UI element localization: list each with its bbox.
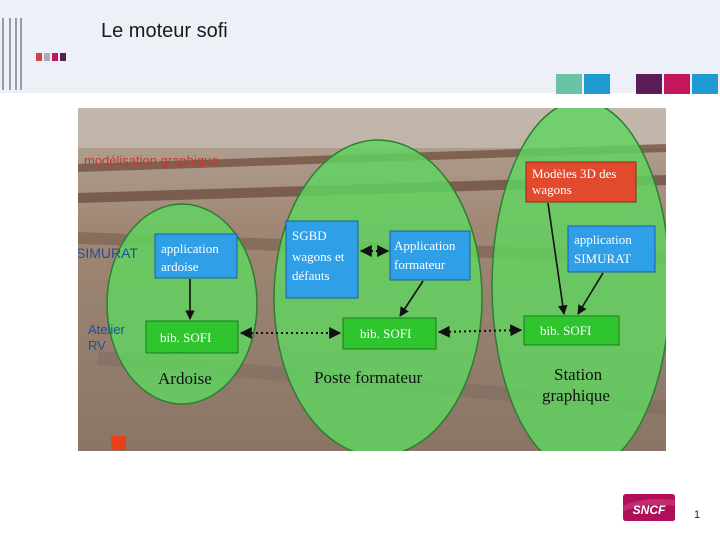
label-modelisation-graphique: modélisation graphique [84,153,218,168]
group-label-ardoise: Ardoise [158,369,212,388]
svg-text:bib. SOFI: bib. SOFI [360,326,411,341]
sncf-logo: SNCF [623,494,675,521]
accent-block [584,74,610,94]
decorative-vertical-bars [0,18,30,90]
box-modeles-3d: Modèles 3D des wagons [525,161,637,203]
box-sgbd-wagons: SGBD wagons et défauts [285,220,359,299]
svg-text:ardoise: ardoise [161,259,199,274]
box-bib-sofi-station: bib. SOFI [523,315,620,346]
accent-block [556,74,582,94]
svg-text:wagons et: wagons et [292,249,345,264]
box-application-ardoise: application ardoise [154,233,238,279]
svg-text:SIMURAT: SIMURAT [574,251,631,266]
architecture-diagram: application ardoise SGBD wagons et défau… [78,108,666,451]
box-application-simurat: application SIMURAT [567,225,656,273]
arrow-formateur-to-bib [399,280,424,317]
svg-text:Application: Application [394,238,456,253]
box-bib-sofi-formateur: bib. SOFI [342,317,437,350]
brand-text: SNCF [633,503,666,517]
header-band [0,0,720,93]
svg-text:wagons: wagons [532,182,572,197]
label-atelier: Atelier [88,322,126,337]
accent-block [664,74,690,94]
box-bib-sofi-ardoise: bib. SOFI [145,320,239,354]
arrow-modeles-to-bib [547,202,568,315]
page-number: 1 [694,509,701,521]
box-application-formateur: Application formateur [389,230,471,281]
accent-block [692,74,718,94]
svg-text:application: application [574,232,632,247]
svg-text:bib. SOFI: bib. SOFI [540,323,591,338]
red-square-marker [111,436,126,450]
label-rv: RV [88,338,106,353]
svg-text:formateur: formateur [394,257,446,272]
svg-text:bib. SOFI: bib. SOFI [160,330,211,345]
svg-text:SGBD: SGBD [292,228,327,243]
group-label-poste-formateur: Poste formateur [314,368,422,387]
dotted-arrow-formateur-station [437,324,523,338]
svg-text:défauts: défauts [292,268,330,283]
group-label-station-line2: graphique [542,386,610,405]
label-simurat: SIMURAT [78,245,138,261]
group-label-station-line1: Station [554,365,603,384]
svg-text:application: application [161,241,219,256]
slide-title: Le moteur sofi [101,20,228,42]
accent-block [636,74,662,94]
arrow-simurat-to-bib [577,272,604,315]
ellipse-poste-formateur [273,139,483,451]
svg-text:Modèles 3D des: Modèles 3D des [532,166,617,181]
